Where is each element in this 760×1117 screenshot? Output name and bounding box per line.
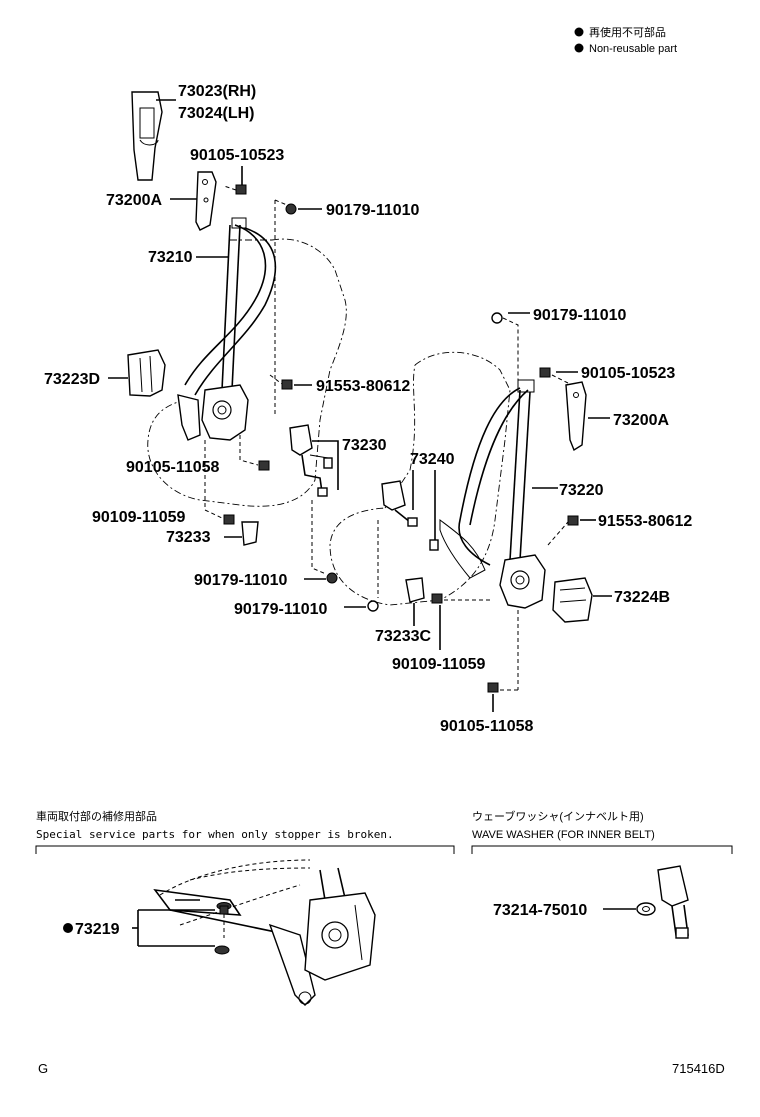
bolt-icon [431, 593, 443, 604]
label-73224B: 73224B [614, 589, 670, 606]
label-91553-80612-a: 91553-80612 [316, 378, 410, 395]
nut-icon [285, 203, 297, 215]
label-90109-11059-left: 90109-11059 [92, 509, 186, 526]
stopper-button-part [214, 902, 232, 955]
bolt-icon [223, 514, 235, 525]
anchor-cover-part [405, 577, 425, 603]
label-73200A-left: 73200A [106, 192, 162, 209]
retractor-cover-part [127, 349, 166, 397]
label-73210: 73210 [148, 249, 193, 266]
bolt-icon [539, 367, 551, 378]
legend-en: Non-reusable part [589, 43, 677, 55]
label-73023: 73023(RH) [178, 83, 256, 100]
label-73233C: 73233C [375, 628, 431, 645]
retractor-cover-part [552, 577, 593, 623]
label-73230: 73230 [342, 437, 387, 454]
label-91553-80612-right: 91553-80612 [598, 513, 692, 530]
section-left-title-en: Special service parts for when only stop… [36, 828, 394, 841]
legend-jp: 再使用不可部品 [589, 25, 666, 39]
nut-icon [326, 572, 338, 584]
wave-washer-part [636, 902, 656, 916]
pillar-cover-part [131, 91, 176, 181]
right-seat-outline [329, 351, 511, 606]
bolt-icon [567, 515, 579, 526]
label-90179-11010-b: 90179-11010 [194, 572, 288, 589]
buckle-part [657, 865, 689, 939]
section-left-bracket [35, 845, 455, 854]
label-73200A-right: 73200A [613, 412, 669, 429]
bolt-icon [223, 184, 247, 195]
label-90105-10523-right: 90105-10523 [581, 365, 675, 382]
legend-bullet-icon [574, 27, 584, 37]
stopper-assembly-illustration [153, 859, 376, 1006]
label-90109-11059-right: 90109-11059 [392, 656, 486, 673]
nut-icon [367, 600, 379, 612]
label-73024: 73024(LH) [178, 105, 254, 122]
section-right-bracket [471, 845, 733, 854]
retractor-right-part [499, 554, 546, 609]
buckle-part [289, 424, 333, 497]
label-90179-11010-c: 90179-11010 [234, 601, 328, 618]
nut-icon [491, 312, 503, 324]
label-73233: 73233 [166, 529, 211, 546]
label-73219: 73219 [75, 921, 120, 938]
section-left-title-jp: 車両取付部の補修用部品 [36, 809, 157, 823]
footer-figure-id: 715416D [672, 1061, 725, 1076]
footer-left-code: G [38, 1061, 48, 1076]
seat-belt-webbing-right [439, 379, 535, 579]
retractor-left-part [177, 384, 249, 441]
anchor-cover-part [241, 521, 259, 546]
legend-bullet-icon [574, 43, 584, 53]
label-73240: 73240 [410, 451, 455, 468]
label-73220: 73220 [559, 482, 604, 499]
label-73214-75010: 73214-75010 [493, 902, 587, 919]
label-90179-11010-a: 90179-11010 [326, 202, 420, 219]
height-adjuster-part [565, 381, 587, 452]
label-90105-10523-top: 90105-10523 [190, 147, 284, 164]
label-90105-11058-right: 90105-11058 [440, 718, 534, 735]
bolt-icon [258, 460, 270, 471]
label-90105-11058-left: 90105-11058 [126, 459, 220, 476]
section-right-title-jp: ウェーブワッシャ(インナベルト用) [472, 809, 644, 823]
section-right-title-en: WAVE WASHER (FOR INNER BELT) [472, 829, 655, 841]
seat-belt-webbing-left [184, 217, 277, 396]
label-73223D: 73223D [44, 371, 100, 388]
bolt-icon [281, 379, 293, 390]
height-adjuster-part [195, 171, 217, 231]
non-reusable-bullet-icon [63, 923, 73, 933]
label-90179-11010-d: 90179-11010 [533, 307, 627, 324]
buckle-part [381, 480, 439, 551]
bolt-icon [487, 682, 499, 693]
